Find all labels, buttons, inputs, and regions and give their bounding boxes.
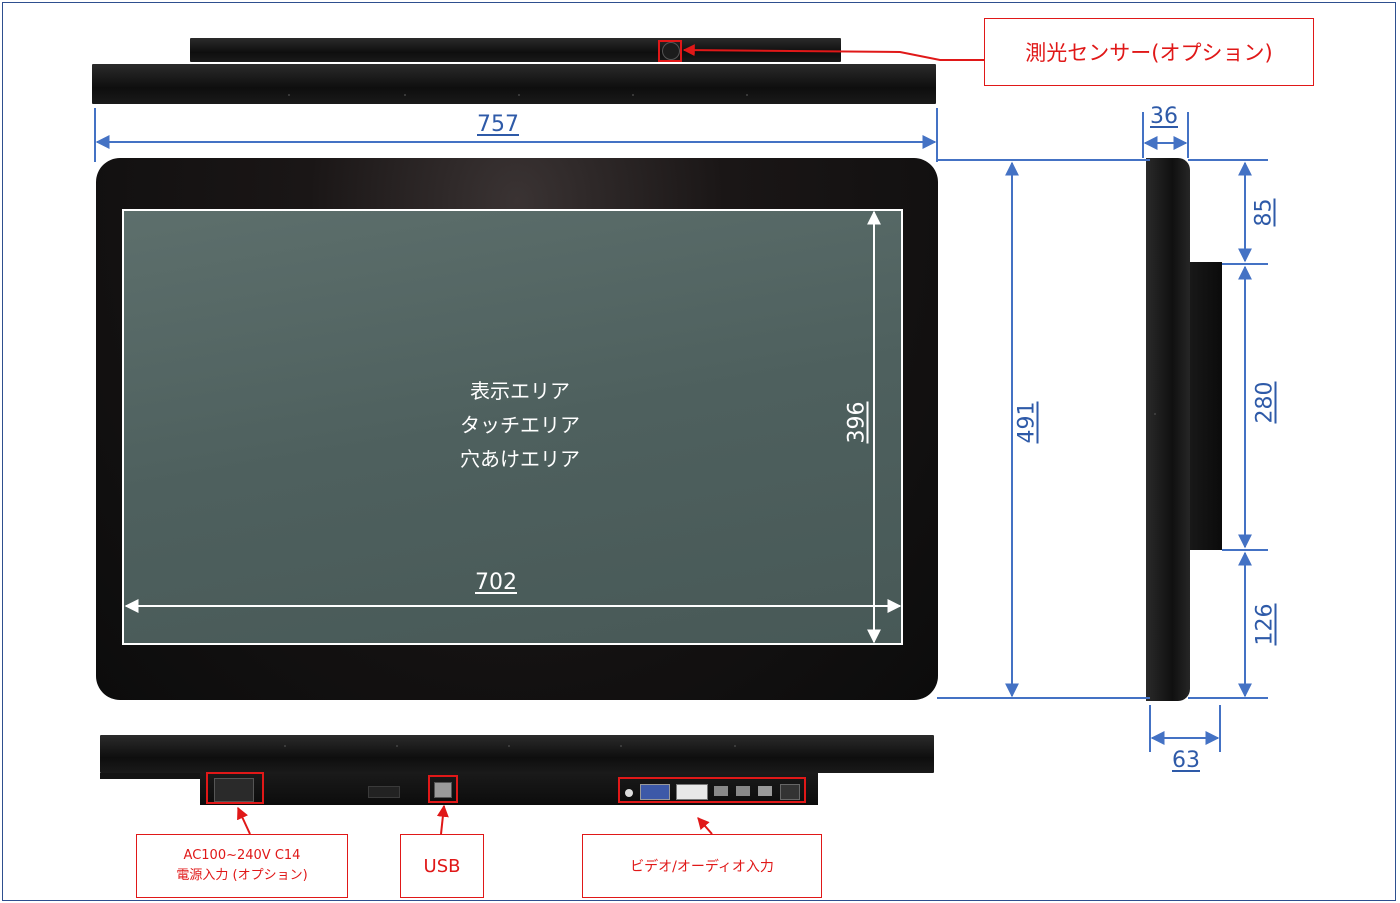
power-highlight [206,772,264,804]
display-area-line1: 表示エリア [470,379,570,403]
dimension-width-total: 757 [477,112,519,137]
lan-port-icon [780,784,800,800]
side-view-bezel [1146,158,1190,701]
touch-area-line: タッチエリア [460,413,580,437]
dimension-depth-bezel: 36 [1150,104,1178,129]
light-sensor [662,42,680,60]
hdmi-port-icon [714,786,728,796]
dimension-bracket-height: 280 [1252,381,1278,424]
usb-callout: USB [400,834,484,898]
switch-icon [368,786,400,798]
video-audio-highlight [618,777,806,803]
bottom-bevel-left [100,773,200,779]
video-audio-callout: ビデオ/オーディオ入力 [582,834,822,898]
dimension-bottom-offset: 126 [1252,603,1278,646]
top-edge-view [92,64,936,104]
power-socket-icon [214,778,254,802]
bottom-screw [734,745,736,747]
top-screw [404,94,406,96]
bottom-edge-view [100,735,934,773]
top-screw [288,94,290,96]
dimension-top-offset: 85 [1251,198,1277,227]
light-sensor-label: 測光センサー(オプション) [1025,41,1273,65]
usb-port-icon [434,782,452,798]
dimension-display-height: 396 [844,401,870,444]
hdmi-port-icon [758,786,772,796]
drill-area-line: 穴あけエリア [460,447,580,471]
bottom-screw [284,745,286,747]
top-screw [746,94,748,96]
power-input-callout: AC100~240V C14 電源入力 (オプション) [136,834,348,898]
dimension-display-width: 702 [475,570,517,595]
usb-highlight [428,775,458,803]
top-screw [632,94,634,96]
hdmi-port-icon [736,786,750,796]
sensor-highlight [658,40,682,62]
side-screw [1154,413,1156,415]
vga-port-icon [640,784,670,800]
dimension-height-total: 491 [1014,401,1040,444]
light-sensor-callout: 測光センサー(オプション) [984,18,1314,86]
display-area [122,209,903,645]
power-input-label: 電源入力 (オプション) [176,868,308,883]
bottom-screw [620,745,622,747]
dimension-depth-total: 63 [1172,748,1200,773]
top-screw [518,94,520,96]
video-audio-label: ビデオ/オーディオ入力 [630,859,774,875]
display-area-label: 表示エリア タッチエリア 穴あけエリア [420,374,620,476]
bottom-screw [396,745,398,747]
power-spec-label: AC100~240V C14 [183,848,301,863]
dvi-port-icon [676,784,708,800]
audio-jack-icon [625,789,633,797]
side-view-bracket [1190,262,1222,550]
usb-label: USB [423,855,461,877]
bottom-screw [508,745,510,747]
